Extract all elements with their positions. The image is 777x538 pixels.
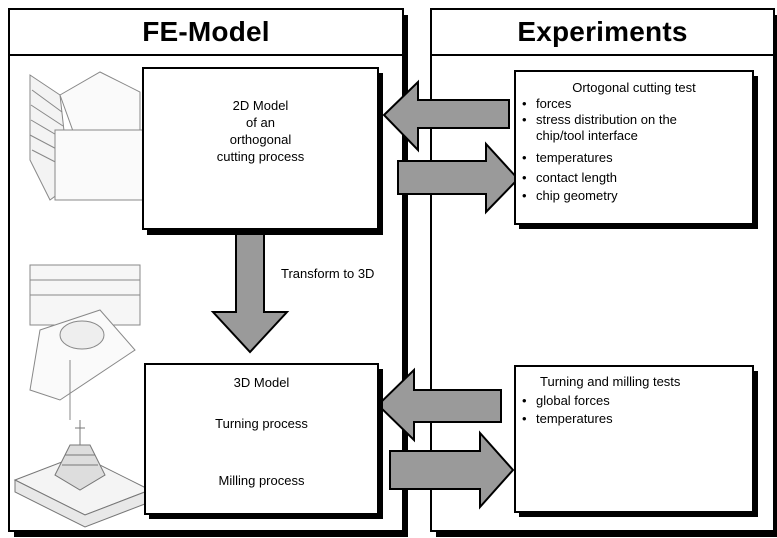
- list-item: chip/tool interface: [536, 128, 638, 143]
- model-2d-box: 2D Model of an orthogonal cutting proces…: [142, 67, 379, 230]
- orthogonal-cutting-illustration: [29, 71, 144, 201]
- turning-milling-tests-title: Turning and milling tests: [540, 374, 681, 389]
- transform-label: Transform to 3D: [281, 266, 375, 281]
- transform-arrow: [210, 226, 290, 354]
- list-item: global forces: [536, 393, 610, 408]
- list-item: temperatures: [536, 411, 613, 426]
- model-3d-box: 3D Model Turning process Milling process: [144, 363, 379, 515]
- list-item: stress distribution on the: [536, 112, 677, 127]
- experiments-title: Experiments: [432, 10, 773, 56]
- turning-process-label: Turning process: [215, 416, 308, 431]
- list-item: forces: [536, 96, 572, 111]
- arrow-to-orthogonal-test: [397, 141, 520, 215]
- model-2d-line-3: orthogonal: [229, 132, 292, 147]
- arrow-to-2d-model: [382, 79, 510, 153]
- arrow-to-turning-milling-tests: [389, 430, 515, 510]
- model-2d-line-2: of an: [246, 115, 275, 130]
- milling-illustration: [13, 420, 152, 528]
- turning-milling-tests-box: Turning and milling tests • global force…: [514, 365, 754, 513]
- model-2d-line-4: cutting process: [216, 149, 305, 164]
- model-3d-title: 3D Model: [233, 375, 290, 390]
- list-item: contact length: [536, 170, 617, 185]
- turning-illustration: [29, 264, 141, 420]
- milling-process-label: Milling process: [218, 473, 305, 488]
- list-item: temperatures: [536, 150, 613, 165]
- orthogonal-test-title: Ortogonal cutting test: [572, 80, 696, 95]
- fe-model-title: FE-Model: [10, 10, 402, 56]
- model-2d-line-1: 2D Model: [232, 98, 289, 113]
- orthogonal-test-box: Ortogonal cutting test • forces • stress…: [514, 70, 754, 225]
- list-item: chip geometry: [536, 188, 618, 203]
- arrow-to-3d-model: [376, 367, 502, 443]
